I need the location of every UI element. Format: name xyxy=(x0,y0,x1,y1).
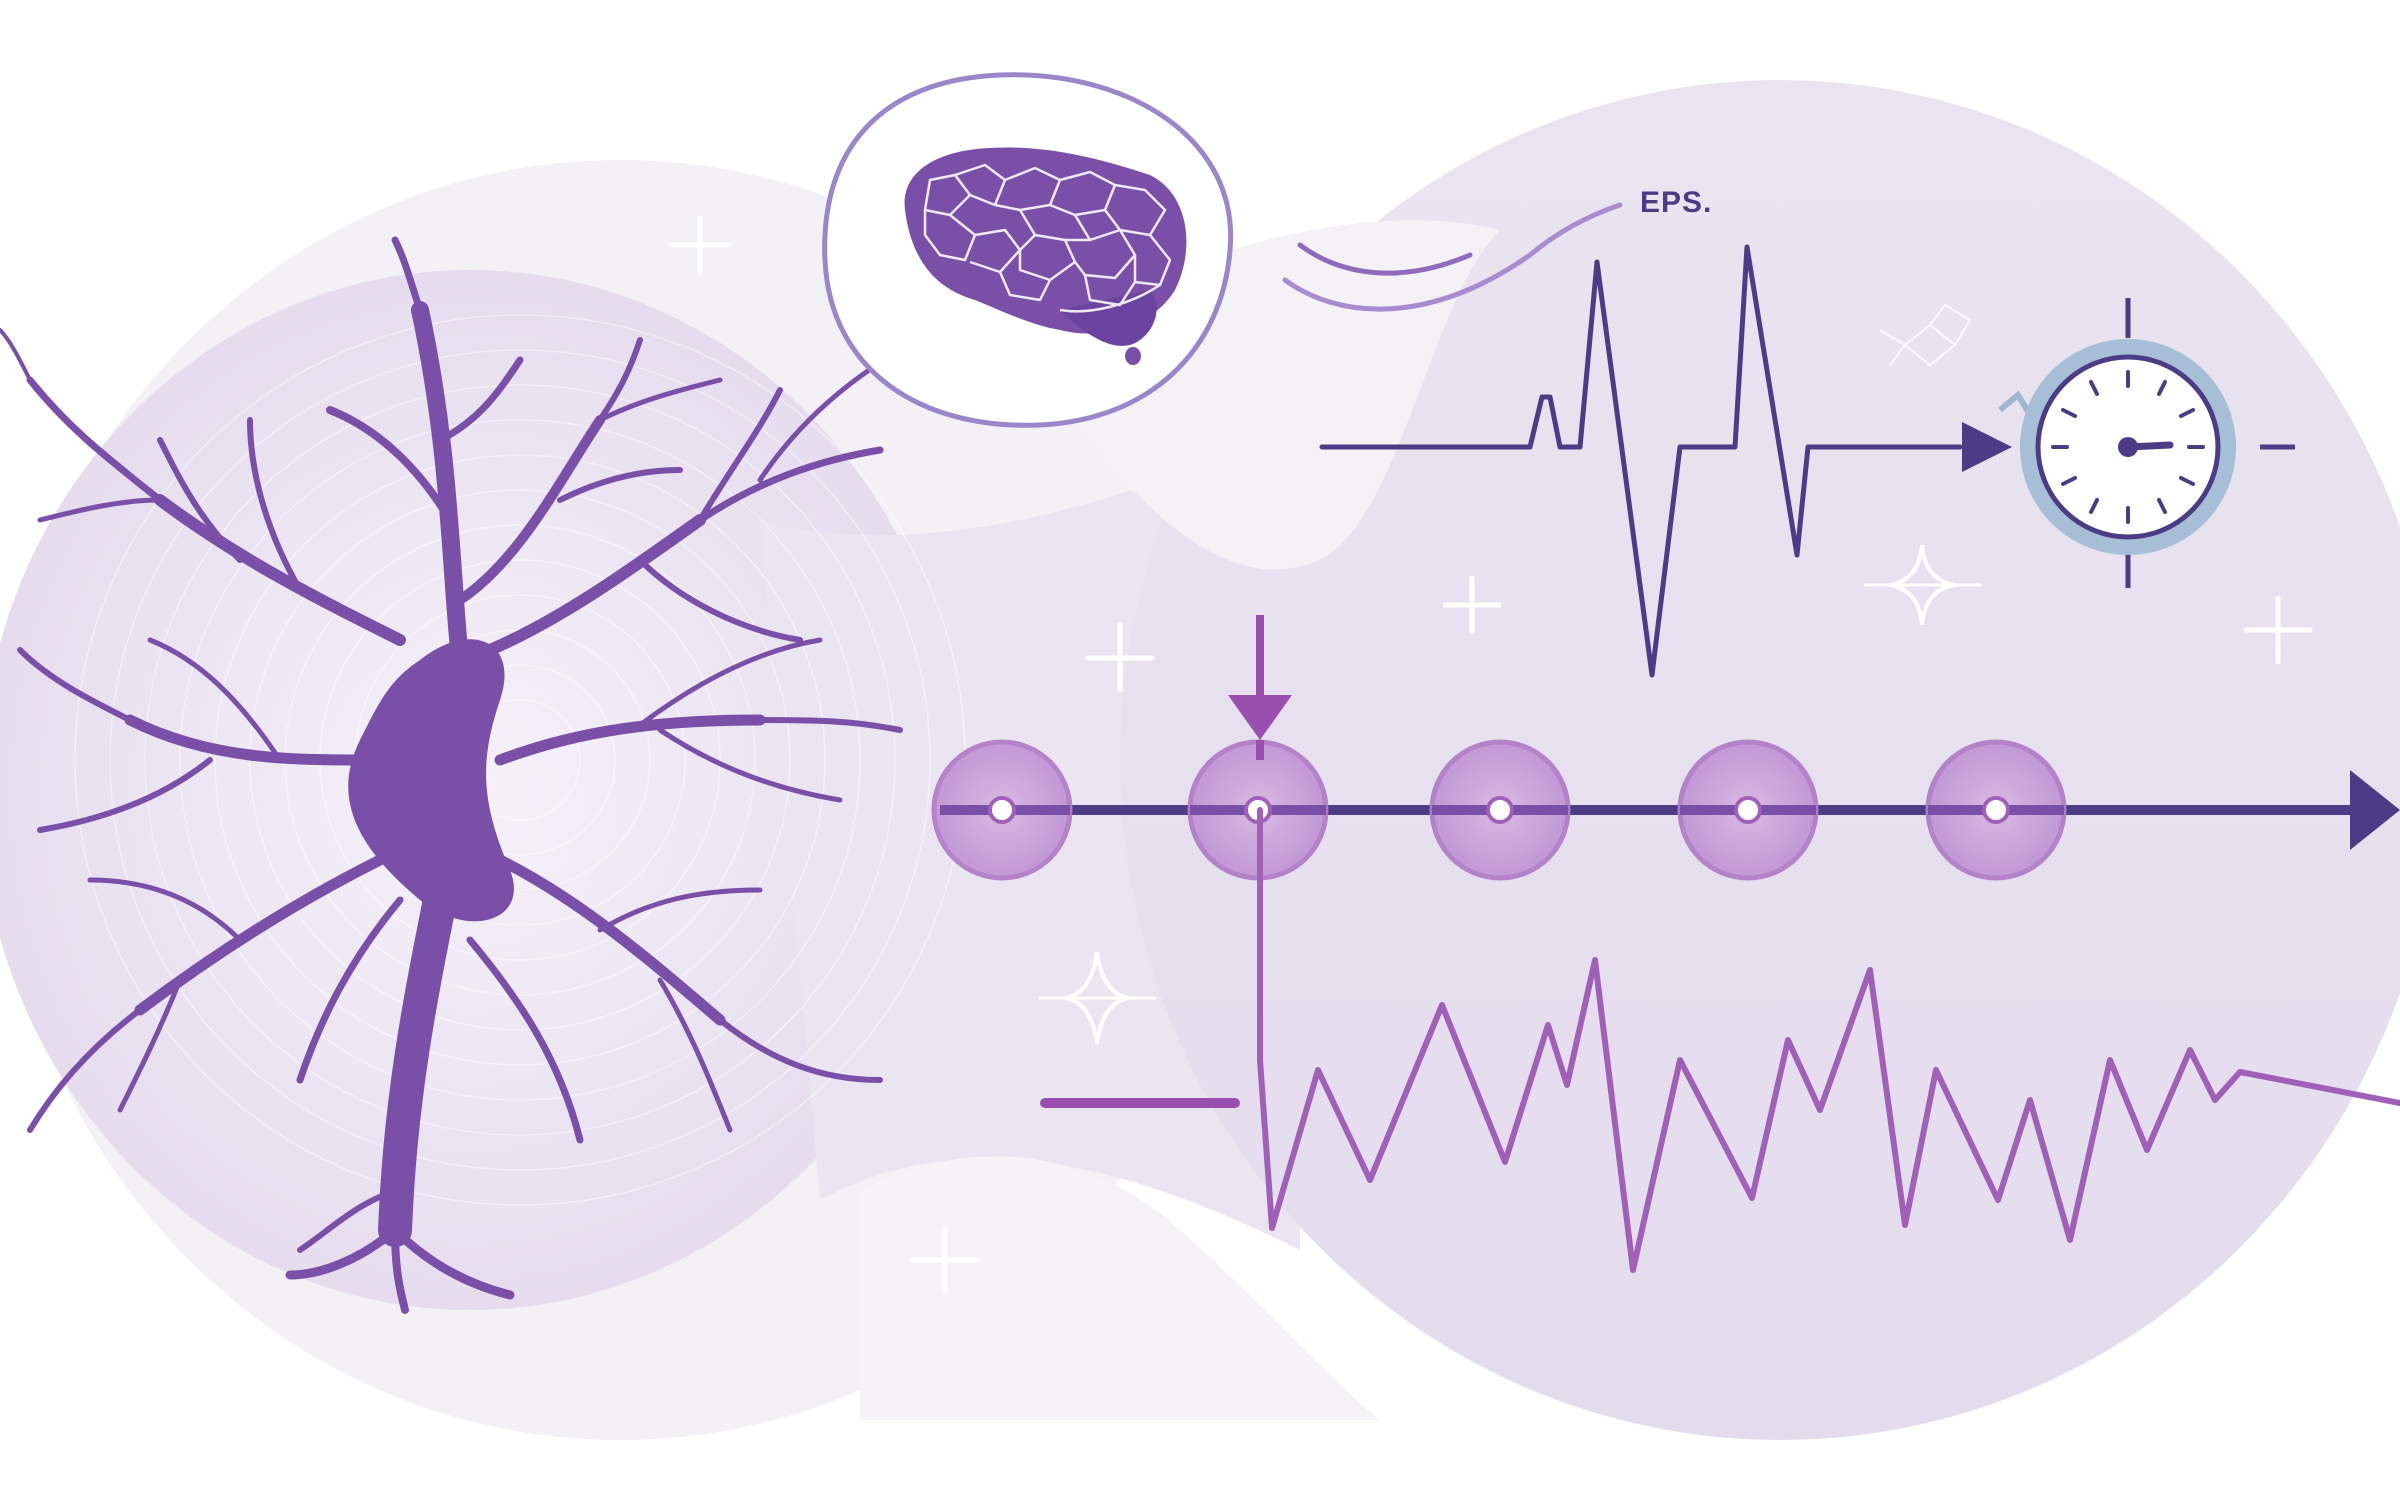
burst-trace xyxy=(1040,807,2400,1273)
sparkle-icon xyxy=(910,1225,980,1295)
stopwatch-icon xyxy=(1998,298,2295,588)
arrow-down-icon xyxy=(1228,615,1292,760)
timeline-node xyxy=(931,739,1073,881)
swoosh-lines xyxy=(1282,202,1623,312)
sparkle-icon xyxy=(670,215,730,275)
sparkle-icons xyxy=(670,215,2313,1295)
neuron-icon xyxy=(0,236,903,1314)
timeline-node xyxy=(1677,739,1819,881)
timeline xyxy=(931,739,2400,881)
sparkle-icon xyxy=(2243,595,2313,665)
sparkle-icon xyxy=(1085,622,1155,693)
bottom-wave xyxy=(860,1156,1380,1420)
timeline-nodes xyxy=(931,739,2067,881)
timeline-arrow-icon xyxy=(2350,770,2400,850)
timeline-node xyxy=(1429,739,1571,881)
brain-icon xyxy=(904,147,1187,365)
timeline-node xyxy=(1925,739,2067,881)
sparkle-icon xyxy=(1863,544,1982,626)
faint-mesh xyxy=(1879,303,1972,367)
brain-bubble xyxy=(822,72,1234,428)
arrow-right-icon xyxy=(1962,422,2012,472)
action-potential-trace xyxy=(1319,244,1963,678)
sparkle-icon xyxy=(1442,575,1502,635)
sparkle-icon xyxy=(1038,951,1157,1045)
neuron-soma xyxy=(348,639,514,922)
eps-label: EPS. xyxy=(1640,186,1712,219)
